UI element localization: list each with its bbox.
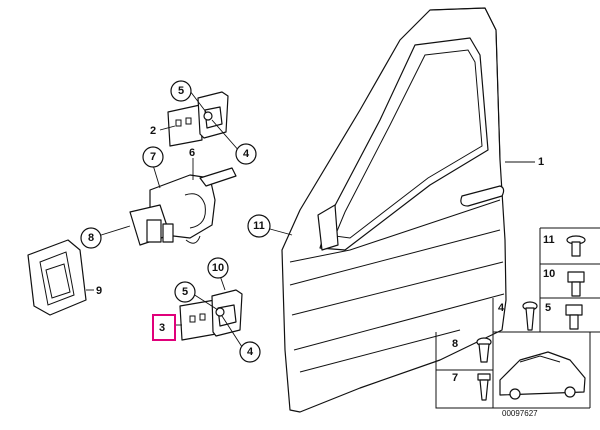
fastener-icon-10 (567, 271, 585, 297)
callout-bolt-lower: 4 (247, 346, 254, 358)
callout-cover: 9 (96, 285, 102, 297)
fastener-icon-7 (477, 373, 491, 401)
lower-hinge[interactable] (179, 289, 243, 341)
legend-num-4: 4 (498, 302, 505, 314)
hinge-cover[interactable] (27, 239, 87, 316)
callout-check-strap: 6 (189, 147, 195, 159)
legend-num-8: 8 (452, 338, 458, 350)
upper-hinge[interactable] (167, 91, 229, 147)
door-check-strap[interactable] (129, 167, 237, 246)
callout-bolt-upper-marker (235, 143, 257, 165)
callout-plug: 10 (212, 262, 224, 274)
callout-sleeve: 8 (88, 232, 94, 244)
door-panel[interactable] (281, 7, 507, 413)
fastener-icon-4 (522, 301, 538, 331)
callout-hinge-upper: 2 (150, 125, 156, 137)
legend-num-11: 11 (543, 234, 555, 246)
diagram-reference: 00097627 (502, 409, 538, 418)
callout-screw-strap: 7 (150, 151, 156, 163)
callout-seal: 11 (253, 220, 265, 232)
callout-nut-upper: 5 (178, 85, 184, 97)
fastener-icon-5 (565, 304, 583, 330)
callout-bolt-lower-marker (239, 341, 261, 363)
callout-nut-lower-marker (174, 281, 196, 303)
callout-seal-marker (247, 214, 271, 238)
fastener-legend-box (435, 227, 600, 409)
callout-plug-marker (207, 257, 229, 279)
callout-nut-lower: 5 (182, 286, 188, 298)
legend-num-7: 7 (452, 372, 458, 384)
highlight-box[interactable] (152, 314, 176, 341)
callout-hinge-lower[interactable]: 3 (159, 322, 165, 334)
car-silhouette-icon (499, 351, 586, 400)
callout-door: 1 (538, 156, 544, 168)
callout-nut-upper-marker (170, 80, 192, 102)
legend-num-10: 10 (543, 268, 555, 280)
legend-num-5: 5 (545, 302, 551, 314)
callout-sleeve-marker (80, 227, 102, 249)
callout-bolt-upper: 4 (243, 148, 250, 160)
fastener-icon-8 (476, 337, 492, 363)
callout-screw-marker (142, 146, 164, 168)
fastener-icon-11 (566, 235, 586, 257)
